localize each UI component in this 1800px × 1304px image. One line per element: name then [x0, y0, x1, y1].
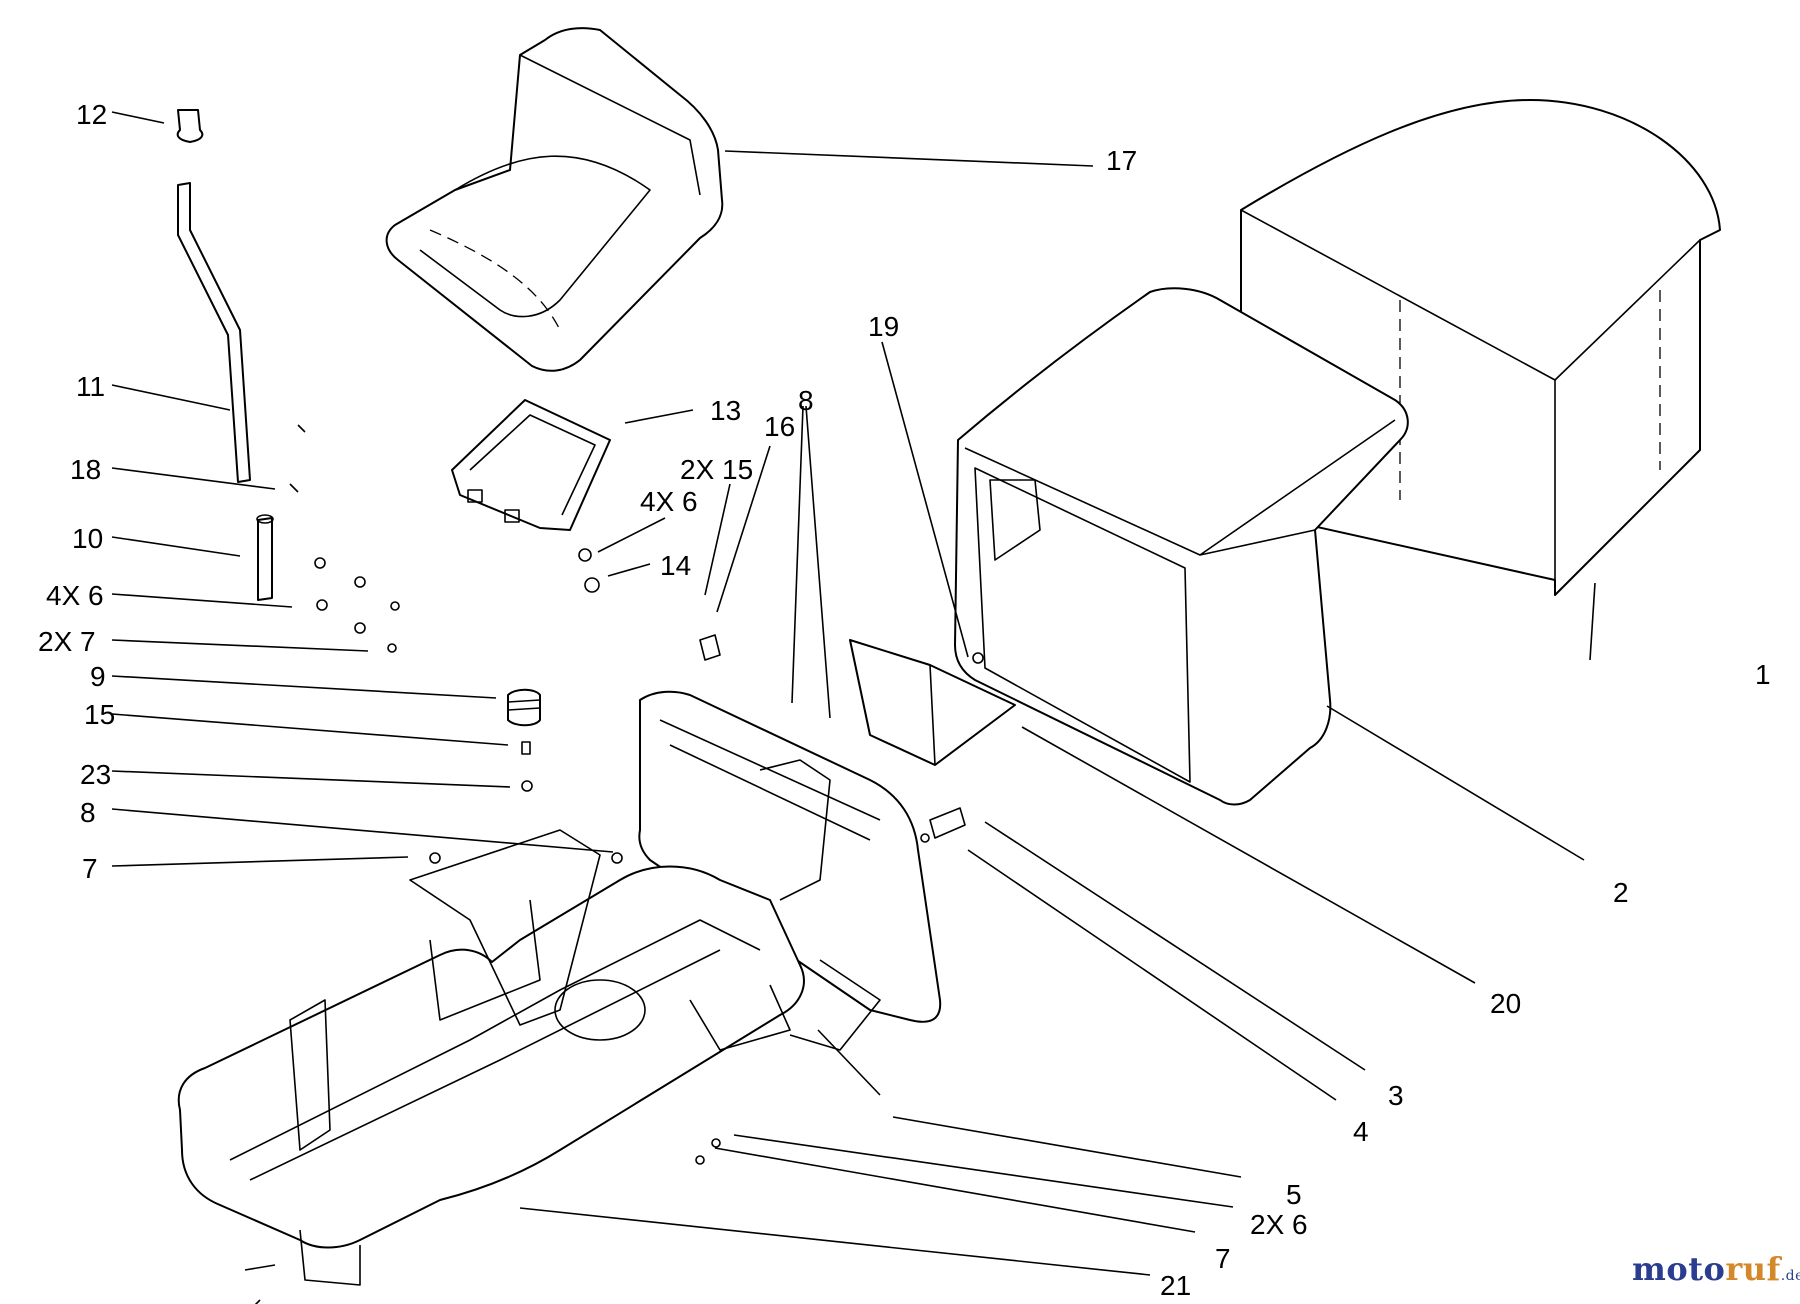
callout-21: 21 — [1160, 1270, 1191, 1301]
callout-15: 15 — [84, 699, 115, 730]
watermark-logo: motoruf.de — [1632, 1250, 1800, 1288]
callout-10: 10 — [72, 523, 103, 554]
callout-3: 3 — [1388, 1080, 1404, 1111]
callout-4x6-left: 4X 6 — [46, 580, 104, 611]
callout-labels: 12 17 19 11 13 8 16 18 2X 15 4X 6 10 14 … — [38, 99, 1771, 1301]
callout-4: 4 — [1353, 1116, 1369, 1147]
callout-19: 19 — [868, 311, 899, 342]
part-17-seat — [385, 27, 724, 372]
callout-16: 16 — [764, 411, 795, 442]
callout-11: 11 — [76, 371, 105, 402]
callout-9: 9 — [90, 661, 106, 692]
watermark-part-2: ruf — [1725, 1250, 1781, 1288]
callout-13: 13 — [710, 395, 741, 426]
callout-1: 1 — [1755, 659, 1771, 690]
callout-14: 14 — [660, 550, 691, 581]
callout-5: 5 — [1286, 1179, 1302, 1210]
callout-8-top: 8 — [798, 385, 814, 416]
callout-7-left: 7 — [82, 853, 98, 884]
callout-8-left: 8 — [80, 797, 96, 828]
leader-lines — [111, 111, 1596, 1276]
callout-7-bottom: 7 — [1215, 1243, 1231, 1274]
callout-18: 18 — [70, 454, 101, 485]
callout-2: 2 — [1613, 877, 1629, 908]
callout-12: 12 — [76, 99, 107, 130]
callout-17: 17 — [1106, 145, 1137, 176]
part-2-bag-frame — [954, 287, 1409, 806]
callout-23: 23 — [80, 759, 111, 790]
part-13-seat-pan — [451, 399, 611, 593]
callout-4x6-right: 4X 6 — [640, 486, 698, 517]
part-9-spring — [429, 688, 623, 864]
part-10-pivot-tube — [256, 424, 400, 653]
part-11-12-lever — [176, 109, 251, 483]
callout-2x15: 2X 15 — [680, 454, 753, 485]
part-20-deflector — [849, 639, 1016, 766]
callout-2x7: 2X 7 — [38, 626, 96, 657]
callout-20: 20 — [1490, 988, 1521, 1019]
watermark-part-1: moto — [1632, 1250, 1726, 1288]
part-21-chassis — [177, 634, 966, 1304]
watermark-part-3: .de — [1780, 1268, 1800, 1284]
callout-2x6: 2X 6 — [1250, 1209, 1308, 1240]
